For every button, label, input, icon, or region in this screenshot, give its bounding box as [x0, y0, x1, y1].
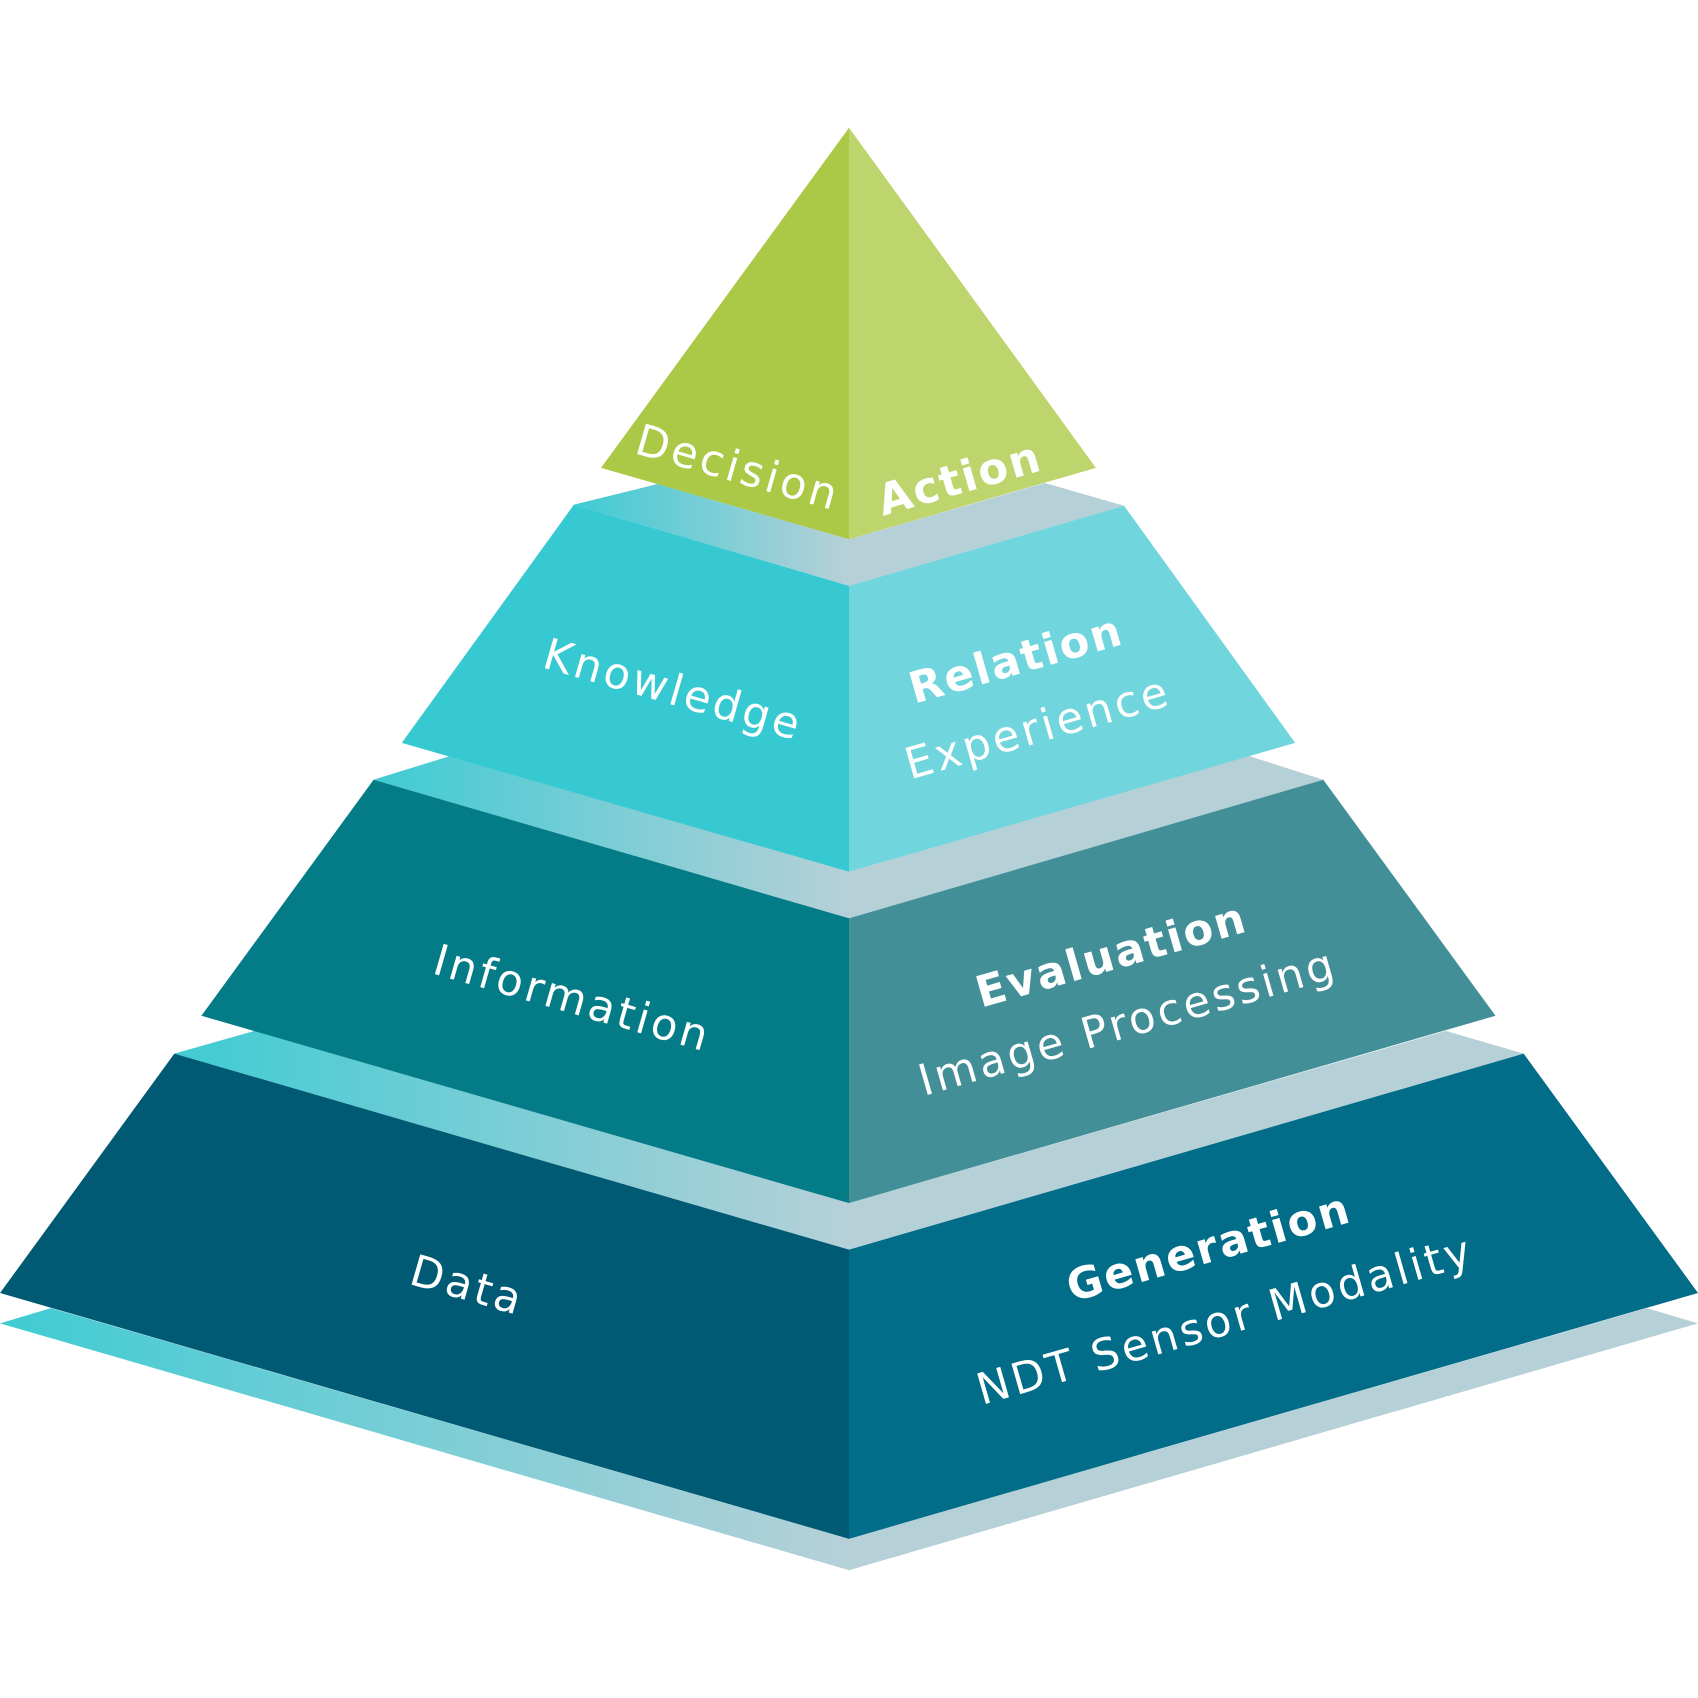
band-level-2-left — [573, 484, 849, 586]
base-band-left — [0, 1308, 849, 1571]
level-information-right-face — [849, 779, 1496, 1204]
base-band-right — [849, 1308, 1698, 1571]
level-data-right-face — [849, 1053, 1698, 1539]
level-knowledge-right-face — [849, 505, 1296, 872]
band-level-3-right — [849, 755, 1324, 919]
band-level-4-left — [174, 1030, 850, 1250]
band-level-4-right — [849, 1030, 1524, 1250]
level-decision-left-face — [601, 127, 849, 540]
level-information-left-face — [201, 779, 850, 1204]
level-data-left-face — [0, 1053, 849, 1539]
level-knowledge-left-face — [401, 504, 849, 872]
band-level-3-left — [373, 755, 849, 919]
band-level-2-right — [849, 482, 1125, 586]
level-decision-right-face — [849, 127, 1096, 540]
